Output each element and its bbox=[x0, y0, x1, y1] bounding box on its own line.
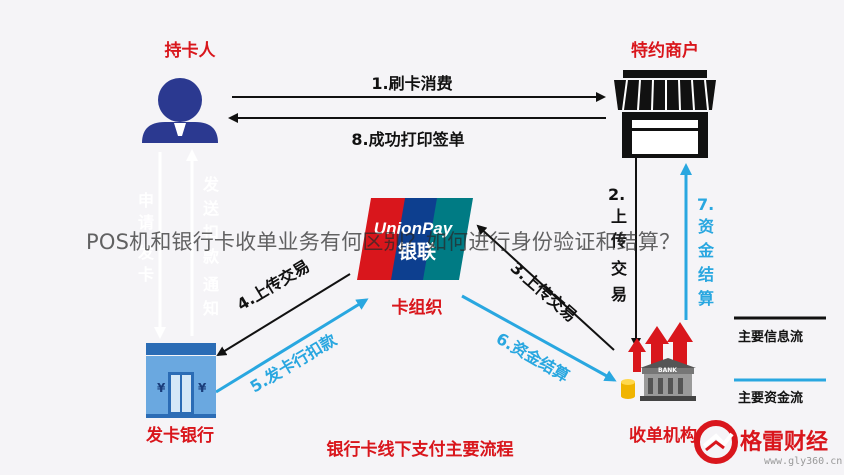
cardholder-label: 持卡人 bbox=[165, 40, 217, 61]
upload-merchant-char: 交 bbox=[611, 259, 627, 278]
fund-settle-merchant-char: 7. bbox=[697, 195, 714, 214]
fund-settle-merchant-char: 结 bbox=[697, 265, 714, 284]
legend-info-label: 主要信息流 bbox=[738, 329, 803, 345]
person-icon bbox=[142, 78, 218, 143]
swipe-arrow-label: 1.刷卡消费 bbox=[371, 74, 452, 93]
legend: 主要信息流 主要资金流 bbox=[734, 316, 826, 406]
upload-merchant-char: 2. bbox=[608, 185, 625, 204]
store-icon bbox=[614, 70, 716, 158]
upload-org-label: 4.上传交易 bbox=[233, 256, 312, 314]
fund-settle-merchant-char: 金 bbox=[697, 241, 715, 260]
fund-settle-merchant-char: 资 bbox=[698, 217, 714, 236]
send-notice-char: 通 bbox=[203, 275, 219, 294]
watermark-brand: 格雷财经 bbox=[740, 430, 829, 455]
upload-acquirer-arrow bbox=[476, 224, 615, 351]
unionpay-logo: UnionPay 银联 bbox=[357, 198, 473, 280]
send-notice-label: 发 送 扣 款 通 知 bbox=[202, 175, 220, 318]
acquirer-bank-icon: BANK bbox=[621, 322, 696, 401]
unionpay-logo-bottom: 银联 bbox=[398, 240, 436, 263]
send-notice-char: 款 bbox=[203, 247, 220, 266]
fund-settle-org-label: 6.资金结算 bbox=[493, 329, 573, 386]
upload-merchant-char: 传 bbox=[610, 231, 627, 250]
merchant-label: 特约商户 bbox=[631, 40, 699, 61]
watermark-logo-icon bbox=[694, 420, 738, 464]
send-notice-char: 扣 bbox=[203, 223, 219, 242]
svg-text:¥: ¥ bbox=[198, 381, 207, 395]
send-notice-char: 送 bbox=[202, 199, 220, 218]
apply-card-char: 发 bbox=[137, 243, 155, 262]
apply-card-char: 卡 bbox=[138, 265, 154, 284]
svg-text:BANK: BANK bbox=[658, 367, 677, 374]
fund-settle-merchant-label: 7. 资 金 结 算 bbox=[697, 195, 715, 308]
apply-card-char: 申 bbox=[138, 191, 154, 210]
unionpay-logo-top: UnionPay bbox=[374, 219, 454, 238]
upload-org-arrow bbox=[216, 273, 351, 357]
overlay-caption: POS机和银行卡收单业务有何区别？如何进行身份验证和结算？ bbox=[86, 230, 681, 254]
upload-merchant-char: 上 bbox=[611, 207, 627, 226]
apply-card-label: 申 请 发 卡 bbox=[137, 191, 155, 284]
fund-settle-org-arrow bbox=[461, 294, 617, 382]
diagram-footer-title: 银行卡线下支付主要流程 bbox=[327, 439, 514, 460]
upload-merchant-char: 易 bbox=[611, 285, 627, 304]
bank-building-icon: ¥ ¥ bbox=[146, 343, 216, 418]
watermark: 格雷财经 www.gly360.cn bbox=[688, 418, 844, 475]
legend-fund-label: 主要资金流 bbox=[738, 390, 803, 406]
watermark-url: www.gly360.cn bbox=[764, 456, 843, 467]
acquirer-label: 收单机构 bbox=[629, 425, 697, 446]
issuing-bank-label: 发卡银行 bbox=[145, 425, 214, 446]
print-receipt-arrow-label: 8.成功打印签单 bbox=[351, 130, 464, 149]
svg-text:¥: ¥ bbox=[157, 381, 166, 395]
card-org-label: 卡组织 bbox=[392, 297, 443, 318]
upload-merchant-label: 2. 上 传 交 易 bbox=[608, 185, 627, 304]
fund-settle-merchant-char: 算 bbox=[698, 289, 714, 308]
send-notice-char: 发 bbox=[202, 175, 220, 194]
send-notice-char: 知 bbox=[203, 299, 219, 318]
upload-acquirer-label: 3.上传交易 bbox=[507, 258, 581, 326]
apply-card-char: 请 bbox=[138, 213, 154, 232]
issuer-debit-arrow bbox=[215, 298, 369, 394]
